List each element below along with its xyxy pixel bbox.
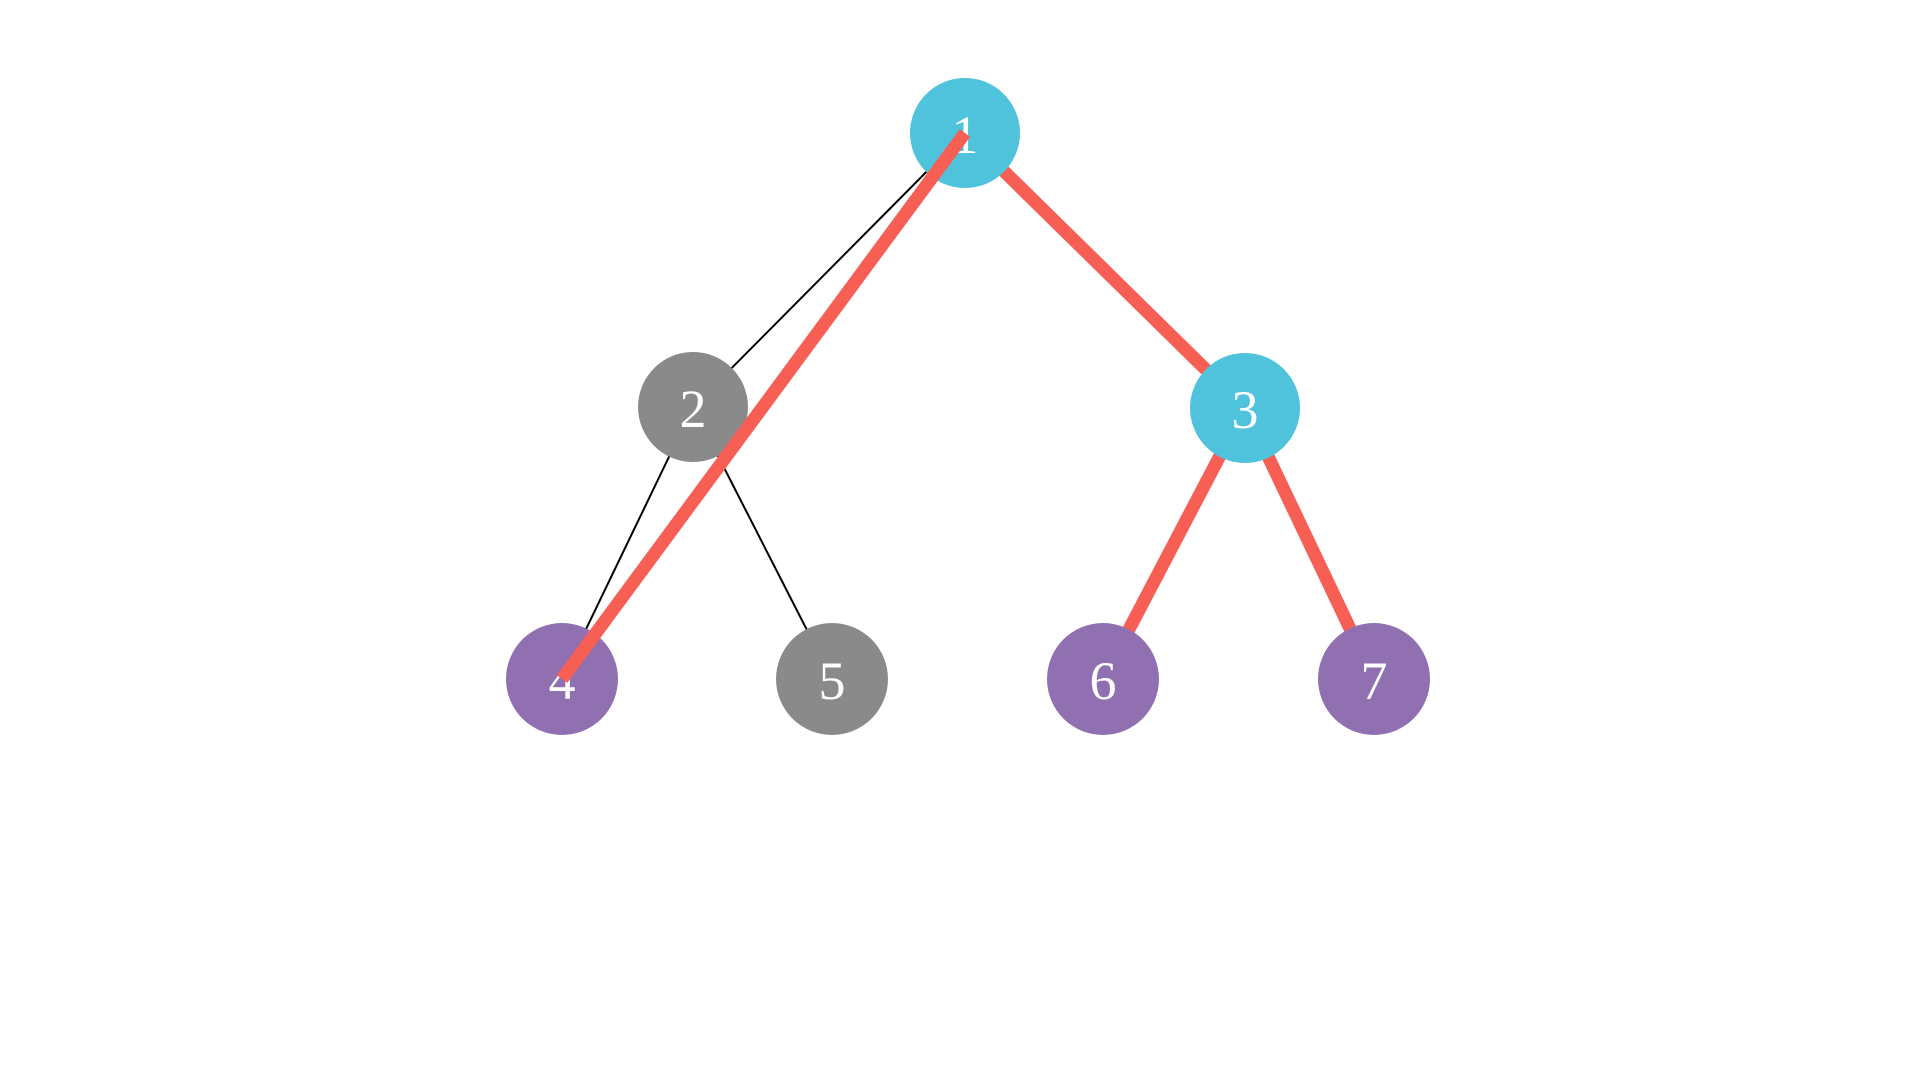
- highlight-path-layer: [556, 129, 971, 683]
- node-circle-6[interactable]: [1047, 623, 1159, 735]
- node-5[interactable]: 5: [776, 623, 888, 735]
- node-3[interactable]: 3: [1190, 353, 1300, 463]
- highlight-path-1-4[interactable]: [556, 129, 971, 683]
- node-circle-2[interactable]: [638, 352, 748, 462]
- edge-1-3[interactable]: [960, 128, 1250, 413]
- node-7[interactable]: 7: [1318, 623, 1430, 735]
- node-circle-5[interactable]: [776, 623, 888, 735]
- node-circle-3[interactable]: [1190, 353, 1300, 463]
- node-6[interactable]: 6: [1047, 623, 1159, 735]
- edge-1-2[interactable]: [692, 132, 966, 408]
- edge-layer-highlight: [960, 128, 1380, 683]
- node-circle-7[interactable]: [1318, 623, 1430, 735]
